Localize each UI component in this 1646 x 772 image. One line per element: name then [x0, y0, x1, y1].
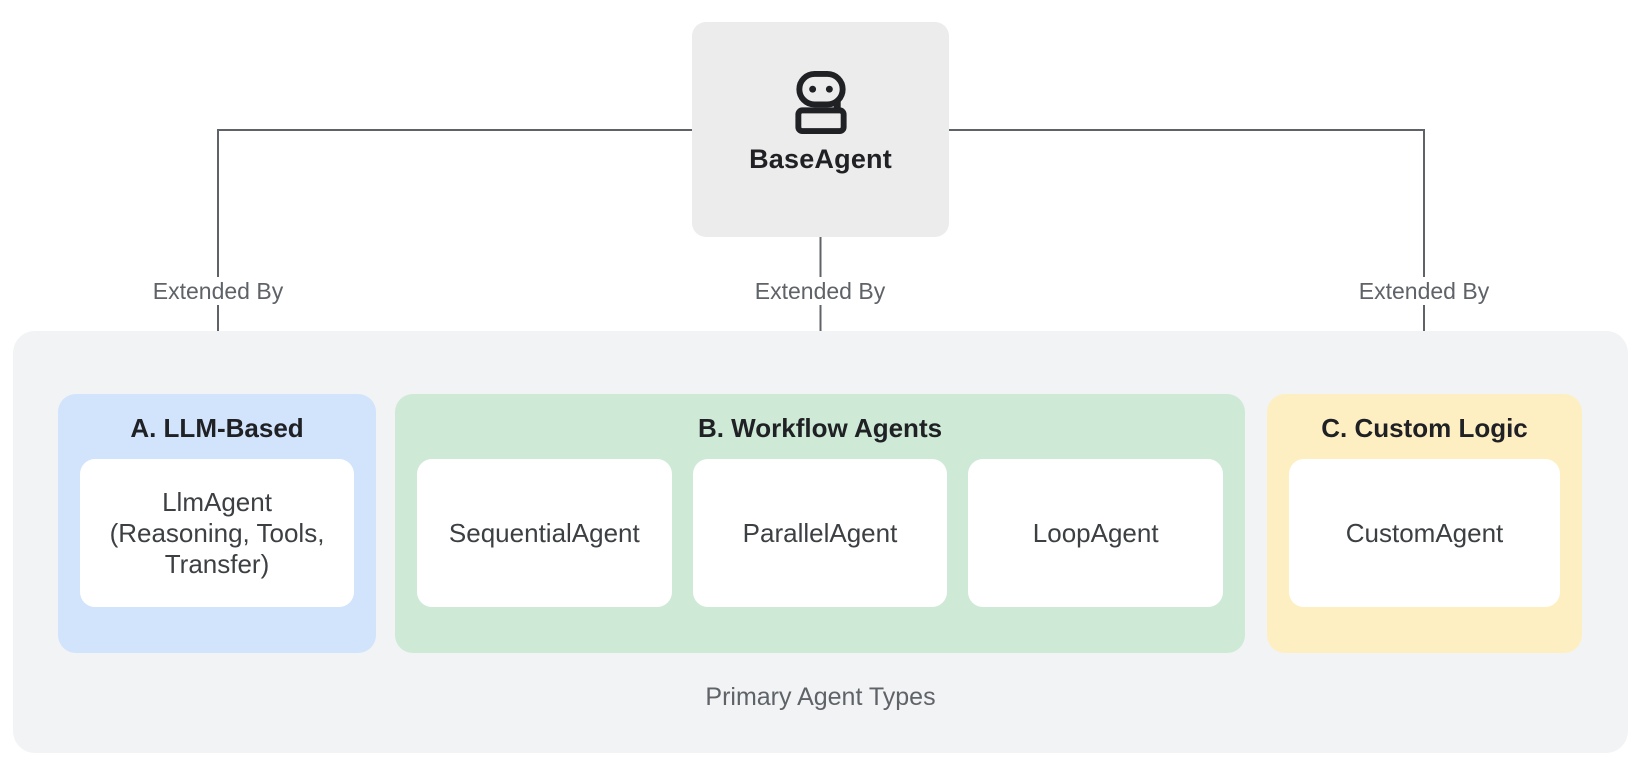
card-line: (Reasoning, Tools,	[109, 517, 325, 548]
card-parallelagent: ParallelAgent	[692, 459, 948, 607]
group-title: A. LLM-Based	[130, 413, 304, 443]
robot-neck	[833, 98, 841, 112]
robot-eye-left	[808, 85, 816, 93]
group-title: B. Workflow Agents	[697, 413, 943, 443]
card-line: SequentialAgent	[448, 517, 640, 548]
group-title: C. Custom Logic	[1321, 413, 1528, 443]
base-agent-node: BaseAgent	[692, 22, 949, 237]
card-line: Transfer)	[164, 548, 270, 579]
group-custom-logic: C. Custom Logic CustomAgent	[1267, 394, 1582, 653]
card-row: CustomAgent	[1289, 459, 1560, 607]
robot-body	[794, 106, 847, 134]
group-llm-based: A. LLM-Based LlmAgent (Reasoning, Tools,…	[58, 394, 376, 653]
robot-eye-right	[825, 85, 833, 93]
card-row: SequentialAgent ParallelAgent LoopAgent	[417, 459, 1224, 607]
card-loopagent: LoopAgent	[968, 459, 1224, 607]
card-customagent: CustomAgent	[1289, 459, 1560, 607]
robot-icon	[794, 70, 847, 134]
card-llmagent: LlmAgent (Reasoning, Tools, Transfer)	[80, 459, 354, 607]
edge-label-center: Extended By	[744, 277, 896, 305]
card-line: CustomAgent	[1345, 517, 1504, 548]
robot-head	[795, 70, 846, 107]
base-agent-label: BaseAgent	[749, 143, 892, 174]
edge-label-right: Extended By	[1348, 277, 1500, 305]
card-row: LlmAgent (Reasoning, Tools, Transfer)	[80, 459, 354, 607]
edge-label-left: Extended By	[142, 277, 294, 305]
card-line: LlmAgent	[162, 486, 272, 517]
card-sequentialagent: SequentialAgent	[417, 459, 672, 607]
card-line: LoopAgent	[1032, 517, 1159, 548]
group-workflow-agents: B. Workflow Agents SequentialAgent Paral…	[395, 394, 1245, 653]
diagram-caption: Primary Agent Types	[705, 683, 936, 711]
card-line: ParallelAgent	[742, 517, 898, 548]
primary-agent-types-container: A. LLM-Based LlmAgent (Reasoning, Tools,…	[13, 331, 1628, 753]
